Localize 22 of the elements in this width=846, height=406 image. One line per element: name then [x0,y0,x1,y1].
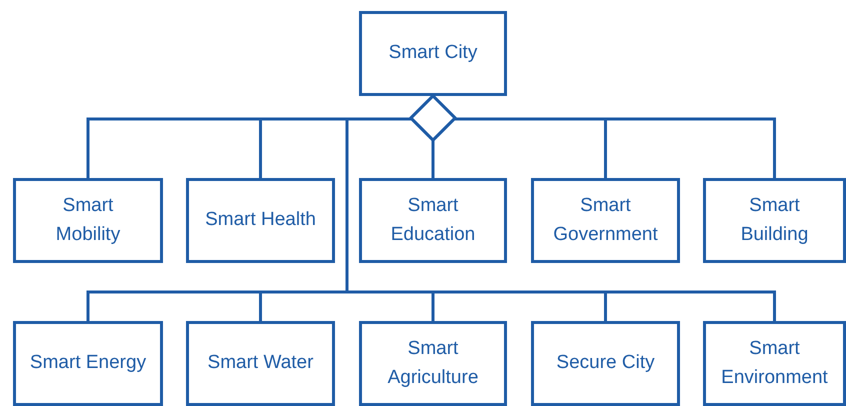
category-box [359,178,507,263]
category-box [703,178,846,263]
box-label: Smart Water [208,351,314,376]
box-label: Smart City [388,41,478,66]
category-box [186,321,335,406]
box-label: Secure City [556,351,655,376]
category-box [703,321,846,406]
category-box [13,321,163,406]
box-label: Smart Health [205,208,316,232]
box-label: Smart Energy [30,351,146,376]
category-box [531,178,680,263]
box-label: Smart Agriculture [386,337,480,390]
category-box [13,178,163,263]
box-label: Smart Government [552,194,659,246]
box-label: Smart Mobility [54,194,122,246]
box-label: Smart Building [740,194,810,246]
category-box [359,11,507,96]
box-label: Smart Environment [720,337,829,390]
category-box [531,321,680,406]
box-label: Smart Education [390,194,476,246]
category-box [359,321,507,406]
category-box [186,178,335,263]
